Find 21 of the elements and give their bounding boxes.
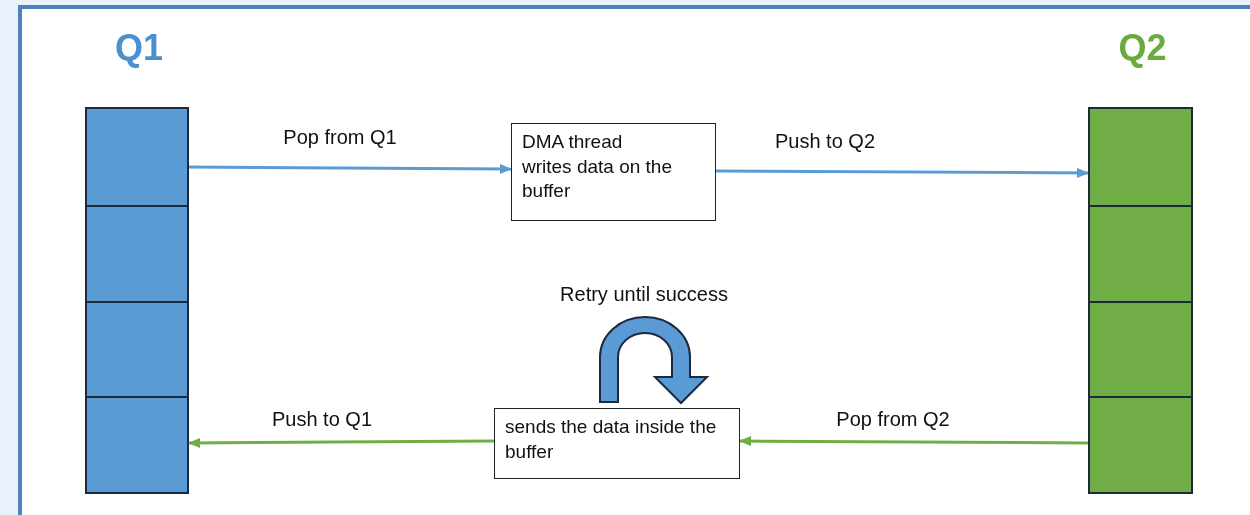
queue-slot xyxy=(87,300,187,397)
queue-title: Q1 xyxy=(114,27,164,69)
note-text: Retry until success xyxy=(560,283,728,306)
arrow xyxy=(189,163,512,174)
queue-slot xyxy=(1090,300,1191,397)
arrow xyxy=(739,436,1088,447)
queue-slot xyxy=(87,204,187,301)
queue-slot xyxy=(87,396,187,492)
edge-label: Push to Q2 xyxy=(774,130,876,153)
arrow xyxy=(188,437,494,448)
edge-label: Push to Q1 xyxy=(271,408,373,431)
queue-slot xyxy=(1090,109,1191,205)
queue-slot xyxy=(1090,396,1191,492)
edge-label: Pop from Q2 xyxy=(836,408,950,431)
queue-title: Q2 xyxy=(1117,27,1168,69)
queue-slot xyxy=(87,109,187,205)
process-box: sends the data inside the buffer xyxy=(494,408,740,479)
queue-slot xyxy=(1090,204,1191,301)
edge-label: Pop from Q1 xyxy=(283,126,397,149)
process-box: DMA thread writes data on the buffer xyxy=(511,123,716,221)
arrow xyxy=(716,167,1089,178)
